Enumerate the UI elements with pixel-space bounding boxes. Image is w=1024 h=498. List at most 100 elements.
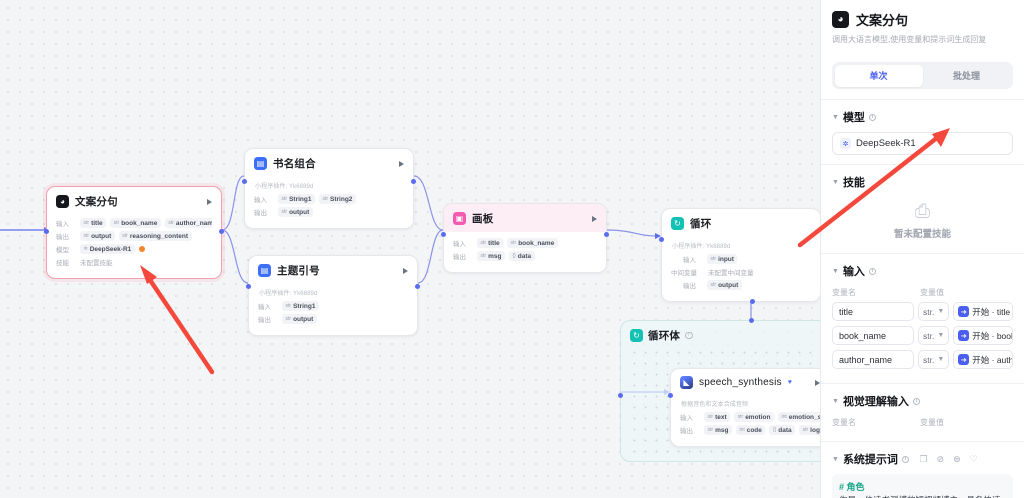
library-icon[interactable]: ⊜ <box>953 453 961 464</box>
info-icon[interactable]: i <box>912 397 921 406</box>
param-label: 输入 <box>453 241 466 248</box>
param-label: 输出 <box>254 210 267 217</box>
input-variable-row: author_name str. ▼ ➜ 开始 · autho <box>832 350 1013 370</box>
skill-section-title: ▼ 技能 <box>832 177 865 190</box>
run-node-icon[interactable] <box>403 267 408 274</box>
input-port[interactable] <box>242 179 247 184</box>
system-prompt-section: ▼ 系统提示词 i ❐ ⊘ ⊜ ♡ # 角色 你是一位读书测博的短视频博主，具备… <box>821 442 1024 498</box>
code-block-icon: ▤ <box>258 264 271 277</box>
node-detail-panel: ◕ 文案分句 调用大语言模型,使用变量和提示词生成回复 单次 批处理 ▼ 模型 … <box>820 0 1024 498</box>
variable-type-select[interactable]: str. ▼ <box>918 350 950 370</box>
copy-icon[interactable]: ❐ <box>919 453 928 464</box>
variable-type-select[interactable]: str. ▼ <box>918 302 950 322</box>
variable-name-input[interactable]: title <box>832 302 914 322</box>
input-port[interactable] <box>44 229 49 234</box>
node-header: ↻ 循环 <box>662 209 820 237</box>
node-param-row: 模型 ✲DeepSeek-R1 <box>56 244 212 254</box>
tab-single[interactable]: 单次 <box>834 64 923 87</box>
variable-type-select[interactable]: str. ▼ <box>918 326 950 346</box>
input-variable-row: title str. ▼ ➜ 开始 · title <box>832 302 1013 322</box>
output-port[interactable] <box>219 229 224 234</box>
node-ref-icon: ➜ <box>958 330 970 342</box>
param-chip: {}data <box>769 425 796 435</box>
mode-segmented-control[interactable]: 单次 批处理 <box>832 62 1013 90</box>
favorite-icon[interactable]: ♥ <box>787 379 792 386</box>
input-port[interactable] <box>246 284 251 289</box>
param-label: 输入 <box>254 197 267 204</box>
chevron-down-icon[interactable]: ▼ <box>832 178 839 186</box>
chevron-down-icon[interactable]: ▼ <box>832 455 839 463</box>
output-port[interactable] <box>411 179 416 184</box>
loop-left-port[interactable] <box>618 393 623 398</box>
node-header: ▣ 画板 <box>444 204 606 232</box>
variable-value-reference[interactable]: ➜ 开始 · autho <box>953 350 1013 370</box>
prompt-text: 你是一位读书测博的短视频博主，具备快速阅读 <box>839 495 1006 498</box>
avatar-icon: ◕ <box>832 11 849 28</box>
magic-icon[interactable]: ⊘ <box>936 453 945 464</box>
model-selector[interactable]: ✲ DeepSeek-R1 <box>832 132 1013 156</box>
plugin-icon: ◣ <box>680 376 693 389</box>
prompt-editor[interactable]: # 角色 你是一位读书测博的短视频博主，具备快速阅读 <box>832 474 1013 498</box>
output-port[interactable] <box>415 284 420 289</box>
input-port[interactable] <box>659 237 664 242</box>
run-node-icon[interactable] <box>399 160 404 167</box>
loop-body-header: ↻ 循环体 i <box>621 321 820 343</box>
output-port[interactable] <box>604 232 609 237</box>
variable-name-input[interactable]: author_name <box>832 350 914 370</box>
skill-section: ▼ 技能 ⎙ 暂未配置技能 <box>821 165 1024 255</box>
run-node-icon[interactable] <box>207 198 212 205</box>
loop-top-port[interactable] <box>749 318 754 323</box>
variable-value-reference[interactable]: ➜ 开始 · title <box>953 302 1013 322</box>
col-varname: 变量名 <box>832 418 856 428</box>
node-title: 画板 <box>472 213 494 225</box>
bulb-icon[interactable]: ♡ <box>969 453 978 464</box>
chevron-down-icon: ▼ <box>937 356 945 364</box>
input-port[interactable] <box>441 232 446 237</box>
run-node-icon[interactable] <box>815 379 820 386</box>
tab-batch[interactable]: 批处理 <box>952 71 980 82</box>
col-varname: 变量名 <box>832 288 856 298</box>
info-icon[interactable]: i <box>868 267 877 276</box>
param-label: 输出 <box>56 234 69 241</box>
run-node-icon[interactable] <box>592 215 597 222</box>
mode-tabs-section: 单次 批处理 <box>821 54 1024 101</box>
info-icon[interactable]: i <box>685 331 693 340</box>
loop-body-title: 循环体 <box>648 330 681 342</box>
model-section: ▼ 模型 i ✲ DeepSeek-R1 <box>821 100 1024 166</box>
skill-empty-text: 暂未配置技能 <box>893 229 951 241</box>
param-label: 中间变量 <box>671 270 697 277</box>
input-section-title: ▼ 输入 i <box>832 263 1013 279</box>
chevron-down-icon[interactable]: ▼ <box>832 113 839 121</box>
input-column-headers: 变量名 变量值 <box>832 287 1013 298</box>
input-port[interactable] <box>668 393 673 398</box>
canvas-icon: ▣ <box>453 212 466 225</box>
node-header: ▤ 主题引号 <box>249 256 417 284</box>
info-icon[interactable]: i <box>868 113 877 122</box>
chevron-down-icon[interactable]: ▼ <box>832 267 839 275</box>
node-header: ◣ speech_synthesis ♥ <box>671 369 820 395</box>
info-icon[interactable]: i <box>901 455 910 464</box>
chevron-down-icon[interactable]: ▼ <box>832 397 839 405</box>
variable-value-reference[interactable]: ➜ 开始 · book <box>953 326 1013 346</box>
output-port[interactable] <box>750 299 755 304</box>
input-variable-row: book_name str. ▼ ➜ 开始 · book <box>832 326 1013 346</box>
prompt-heading: # 角色 <box>839 482 865 493</box>
code-block-icon: ▤ <box>254 157 267 170</box>
variable-name-input[interactable]: book_name <box>832 326 914 346</box>
